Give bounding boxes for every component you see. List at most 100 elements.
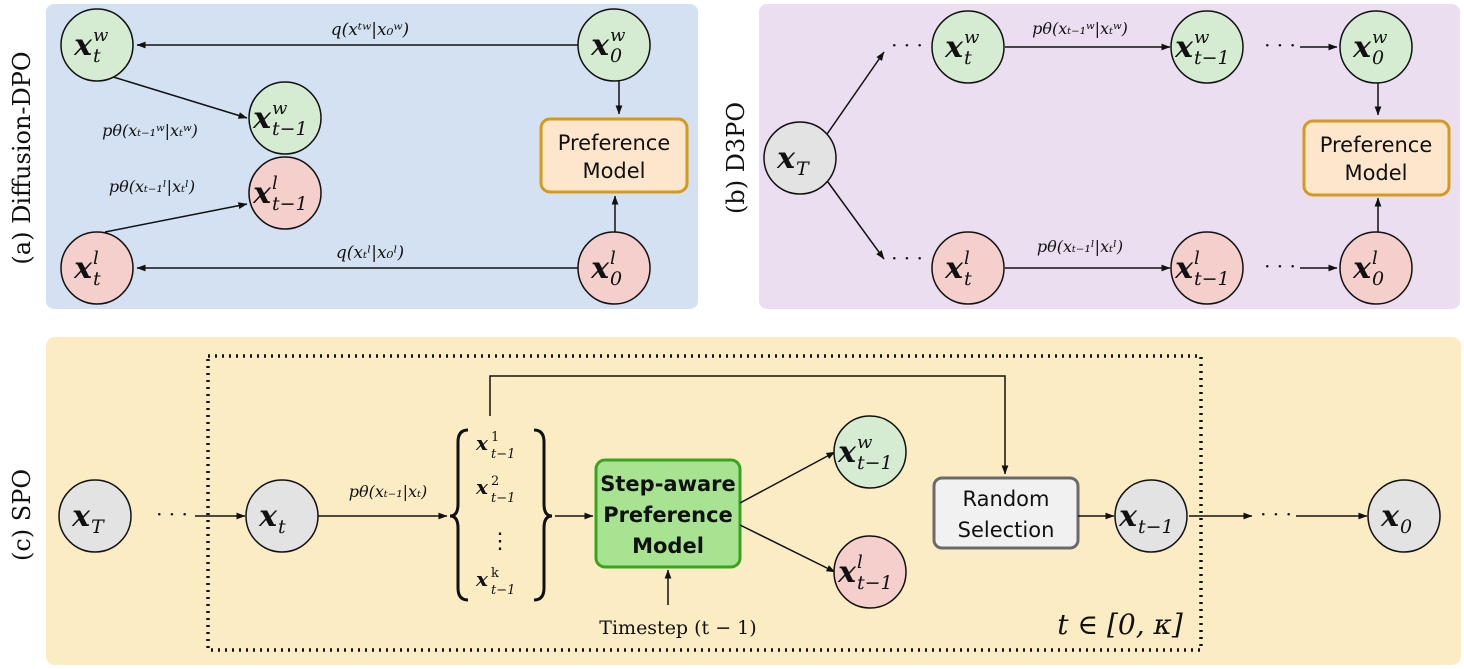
node-subscript: t−1 (857, 452, 893, 474)
set-item-subscript: t−1 (491, 447, 515, 462)
preference-model-box-b (1302, 119, 1451, 197)
random-selection-box (932, 476, 1080, 550)
node-superscript: w (93, 25, 109, 46)
node-subscript: t−1 (1138, 516, 1174, 538)
edge-c-step-w (739, 451, 836, 504)
edge-c-step-l (739, 524, 836, 573)
node-base-symbol: x (837, 555, 857, 590)
node-superscript: l (610, 248, 616, 269)
step-aware-preference-model-box (594, 458, 742, 569)
node-subscript: 0 (1372, 268, 1384, 290)
node-circle (1170, 10, 1244, 84)
node-base-symbol: x (73, 28, 93, 63)
dots-b-l2: · · · (1264, 254, 1296, 278)
node-circle (1114, 479, 1188, 553)
node-base-symbol: x (1174, 30, 1194, 65)
node-subscript: t (278, 516, 286, 538)
node-base-symbol: x (590, 251, 610, 286)
set-item-subscript: t−1 (491, 583, 515, 598)
edge-p-l-label: pθ(xₜ₋₁ˡ|xₜˡ) (109, 177, 195, 196)
node-base-symbol: x (1352, 251, 1372, 286)
edge-c-bypass (489, 375, 1009, 475)
dots-b-w1: · · · (891, 33, 923, 57)
edge-b-xT-down (824, 177, 885, 260)
node-superscript: l (964, 248, 970, 269)
node-circle (1339, 231, 1413, 305)
panel-c-label: (c) SPO (8, 469, 36, 561)
node-superscript: w (1194, 27, 1210, 48)
node-base-symbol: x (776, 141, 796, 176)
edge-p-l (104, 202, 248, 233)
node-superscript: l (1194, 248, 1200, 269)
set-item-base: x (475, 475, 489, 499)
node-circle (1339, 10, 1413, 84)
panel-b-label: (b) D3PO (722, 102, 750, 214)
node-base-symbol: x (1118, 499, 1138, 534)
node-superscript: w (857, 432, 873, 453)
edge-p-w (109, 75, 248, 119)
edge-b-w-label: pθ(xₜ₋₁ʷ|xₜʷ) (1032, 19, 1128, 38)
preference-model-a-line1: Preference (558, 131, 671, 155)
node-circle (248, 156, 322, 230)
node-circle (245, 479, 319, 553)
edge-b-l-label: pθ(xₜ₋₁ˡ|xₜˡ) (1037, 237, 1123, 256)
node-circle (1170, 231, 1244, 305)
panel-a-background (46, 4, 698, 309)
set-right-brace (533, 428, 553, 602)
node-base-symbol: x (258, 499, 278, 534)
set-item-base: x (475, 567, 489, 591)
node-base-symbol: x (590, 28, 610, 63)
node-subscript: t (93, 268, 101, 290)
node-circle (763, 121, 837, 195)
node-base-symbol: x (252, 101, 272, 136)
set-item-subscript: t−1 (491, 491, 515, 506)
panel-a-label: (a) Diffusion-DPO (8, 51, 36, 264)
node-circle (931, 231, 1005, 305)
edge-q-l-label: q(xₜˡ|x₀ˡ) (336, 243, 404, 263)
node-circle (1367, 479, 1441, 553)
node-subscript: t (964, 268, 972, 290)
node-superscript: l (857, 552, 863, 573)
preference-model-a-line2: Model (582, 159, 645, 183)
node-base-symbol: x (252, 176, 272, 211)
range-label: t ∈ [0, κ] (1057, 608, 1183, 641)
step-aware-line1: Step-aware (600, 472, 736, 496)
node-subscript: t (964, 47, 972, 69)
node-base-symbol: x (1380, 499, 1400, 534)
node-subscript: t−1 (272, 193, 308, 215)
set-item-superscript: 1 (491, 430, 499, 445)
dots-b-w2: · · · (1264, 33, 1296, 57)
node-superscript: w (964, 27, 980, 48)
node-superscript: l (1372, 248, 1378, 269)
preference-model-b-line2: Model (1344, 161, 1407, 185)
edge-q-w-label: q(xᵗʷ|x₀ʷ) (331, 20, 409, 40)
node-circle (577, 8, 651, 82)
node-subscript: t (93, 45, 101, 67)
set-item-base: x (475, 431, 489, 455)
node-circle (931, 10, 1005, 84)
node-circle (58, 479, 132, 553)
dots-c-1: · · · (156, 502, 188, 526)
node-subscript: 0 (1372, 47, 1384, 69)
node-subscript: t−1 (1194, 47, 1230, 69)
node-circle (60, 231, 134, 305)
node-superscript: l (93, 248, 99, 269)
panel-c-background (46, 337, 1461, 665)
node-superscript: w (272, 98, 288, 119)
